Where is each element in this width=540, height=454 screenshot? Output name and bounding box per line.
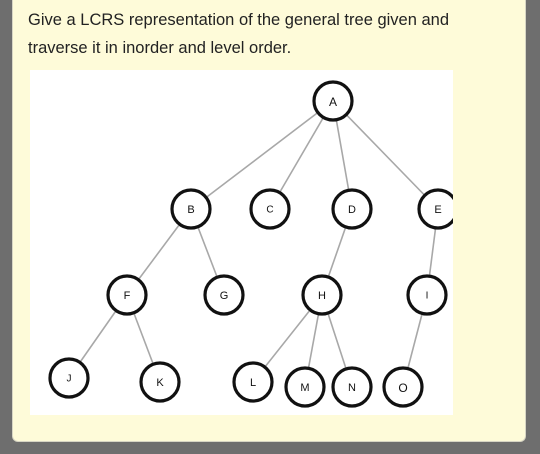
tree-node-circle <box>301 274 343 316</box>
tree-node-circle <box>232 361 274 403</box>
question-text: Give a LCRS representation of the genera… <box>28 6 508 62</box>
tree-node-circle <box>382 366 424 408</box>
question-card: Give a LCRS representation of the genera… <box>12 0 526 442</box>
question-line-2: traverse it in inorder and level order. <box>28 39 292 57</box>
tree-node-o: O <box>382 366 424 408</box>
tree-node-g: G <box>203 274 245 316</box>
tree-node-h: H <box>301 274 343 316</box>
tree-node-d: D <box>331 188 373 230</box>
tree-node-j: J <box>48 357 90 399</box>
tree-node-circle <box>139 361 181 403</box>
tree-node-circle <box>331 188 373 230</box>
tree-node-label: I <box>426 291 429 302</box>
tree-node-n: N <box>331 366 373 408</box>
tree-node-e: E <box>417 188 453 230</box>
tree-node-circle <box>249 188 291 230</box>
question-line-1: Give a LCRS representation of the genera… <box>28 11 450 29</box>
tree-node-l: L <box>232 361 274 403</box>
tree-node-circle <box>406 274 448 316</box>
tree-edge-a-b <box>190 100 334 210</box>
tree-node-label: N <box>348 382 356 394</box>
tree-node-label: M <box>300 382 309 394</box>
tree-node-label: C <box>266 205 273 216</box>
tree-node-label: B <box>187 204 194 216</box>
tree-node-label: F <box>124 290 131 302</box>
tree-node-circle <box>48 357 90 399</box>
tree-node-circle <box>284 366 326 408</box>
tree-node-label: G <box>220 290 229 302</box>
tree-node-m: M <box>284 366 326 408</box>
tree-node-label: J <box>67 374 72 385</box>
tree-node-i: I <box>406 274 448 316</box>
tree-node-label: L <box>250 377 256 389</box>
tree-nodes: A B C D E F G H I J K L M N O <box>48 80 453 408</box>
tree-node-circle <box>312 80 354 122</box>
tree-node-label: K <box>156 377 164 389</box>
tree-node-circle <box>203 274 245 316</box>
tree-node-circle <box>106 274 148 316</box>
tree-edges <box>68 100 439 388</box>
tree-node-label: A <box>329 95 337 109</box>
tree-node-f: F <box>106 274 148 316</box>
tree-node-label: O <box>398 381 407 395</box>
tree-node-b: B <box>170 188 212 230</box>
tree-node-label: H <box>318 290 326 302</box>
tree-node-label: D <box>348 204 356 216</box>
tree-node-circle <box>170 188 212 230</box>
tree-node-a: A <box>312 80 354 122</box>
tree-diagram-canvas: A B C D E F G H I J K L M N O <box>48 80 453 408</box>
tree-diagram: A B C D E F G H I J K L M N O <box>30 70 453 415</box>
tree-node-k: K <box>139 361 181 403</box>
tree-node-label: E <box>434 204 441 216</box>
tree-node-circle <box>417 188 453 230</box>
tree-edge-a-e <box>332 100 439 210</box>
tree-edge-a-c <box>269 100 334 210</box>
tree-node-c: C <box>249 188 291 230</box>
tree-node-circle <box>331 366 373 408</box>
